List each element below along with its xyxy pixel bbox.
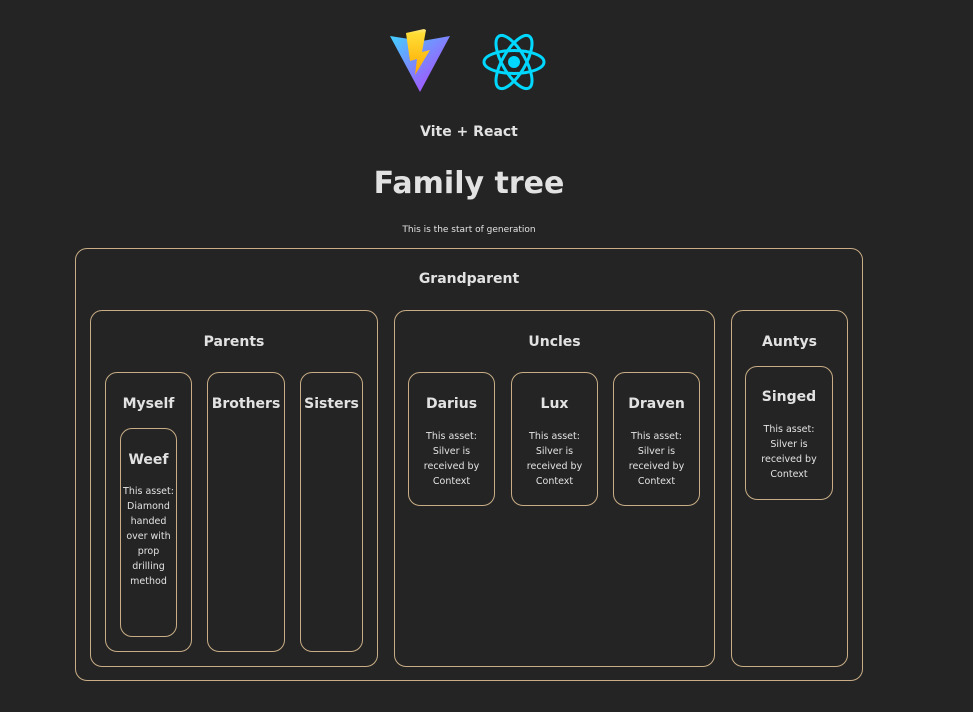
weef-card: Weef This asset: Diamond handed over wit… (120, 428, 177, 637)
page-title: Family tree (373, 166, 565, 201)
draven-card: Draven This asset: Silver is received by… (613, 372, 700, 506)
singed-asset-text: This asset: Silver is received by Contex… (761, 424, 817, 480)
auntys-title: Auntys (762, 334, 817, 350)
logo-row (0, 28, 973, 98)
myself-card: Myself (105, 372, 192, 652)
lux-asset-text: This asset: Silver is received by Contex… (526, 431, 583, 487)
darius-title: Darius (425, 396, 478, 412)
grandparent-card: Grandparent (75, 248, 863, 681)
parents-card: Parents (90, 310, 378, 667)
auntys-card: Auntys (731, 310, 848, 667)
darius-card: Darius This asset: Silver is received by… (408, 372, 495, 506)
sisters-card: Sisters (300, 372, 363, 652)
weef-title: Weef (128, 452, 169, 468)
intro-text: This is the start of generation (402, 225, 536, 235)
singed-card: Singed This asset: Silver is received by… (745, 366, 833, 500)
myself-title: Myself (122, 396, 175, 412)
grandparent-title: Grandparent (418, 271, 520, 287)
sisters-title: Sisters (304, 396, 359, 412)
lux-title: Lux (540, 396, 569, 412)
vite-logo-icon[interactable] (388, 28, 452, 94)
react-logo-icon[interactable] (480, 28, 548, 96)
draven-asset-text: This asset: Silver is received by Contex… (628, 431, 685, 487)
lux-card: Lux This asset: Silver is received by Co… (511, 372, 598, 506)
uncles-card: Uncles (394, 310, 715, 667)
weef-asset-text: This asset: Diamond handed over with pro… (123, 486, 174, 587)
draven-title: Draven (628, 396, 685, 412)
parents-title: Parents (203, 334, 265, 350)
app-subtitle: Vite + React (420, 124, 518, 140)
brothers-card: Brothers (207, 372, 285, 652)
darius-asset-text: This asset: Silver is received by Contex… (423, 431, 480, 487)
brothers-title: Brothers (211, 396, 281, 412)
singed-title: Singed (761, 389, 817, 405)
uncles-title: Uncles (528, 334, 581, 350)
